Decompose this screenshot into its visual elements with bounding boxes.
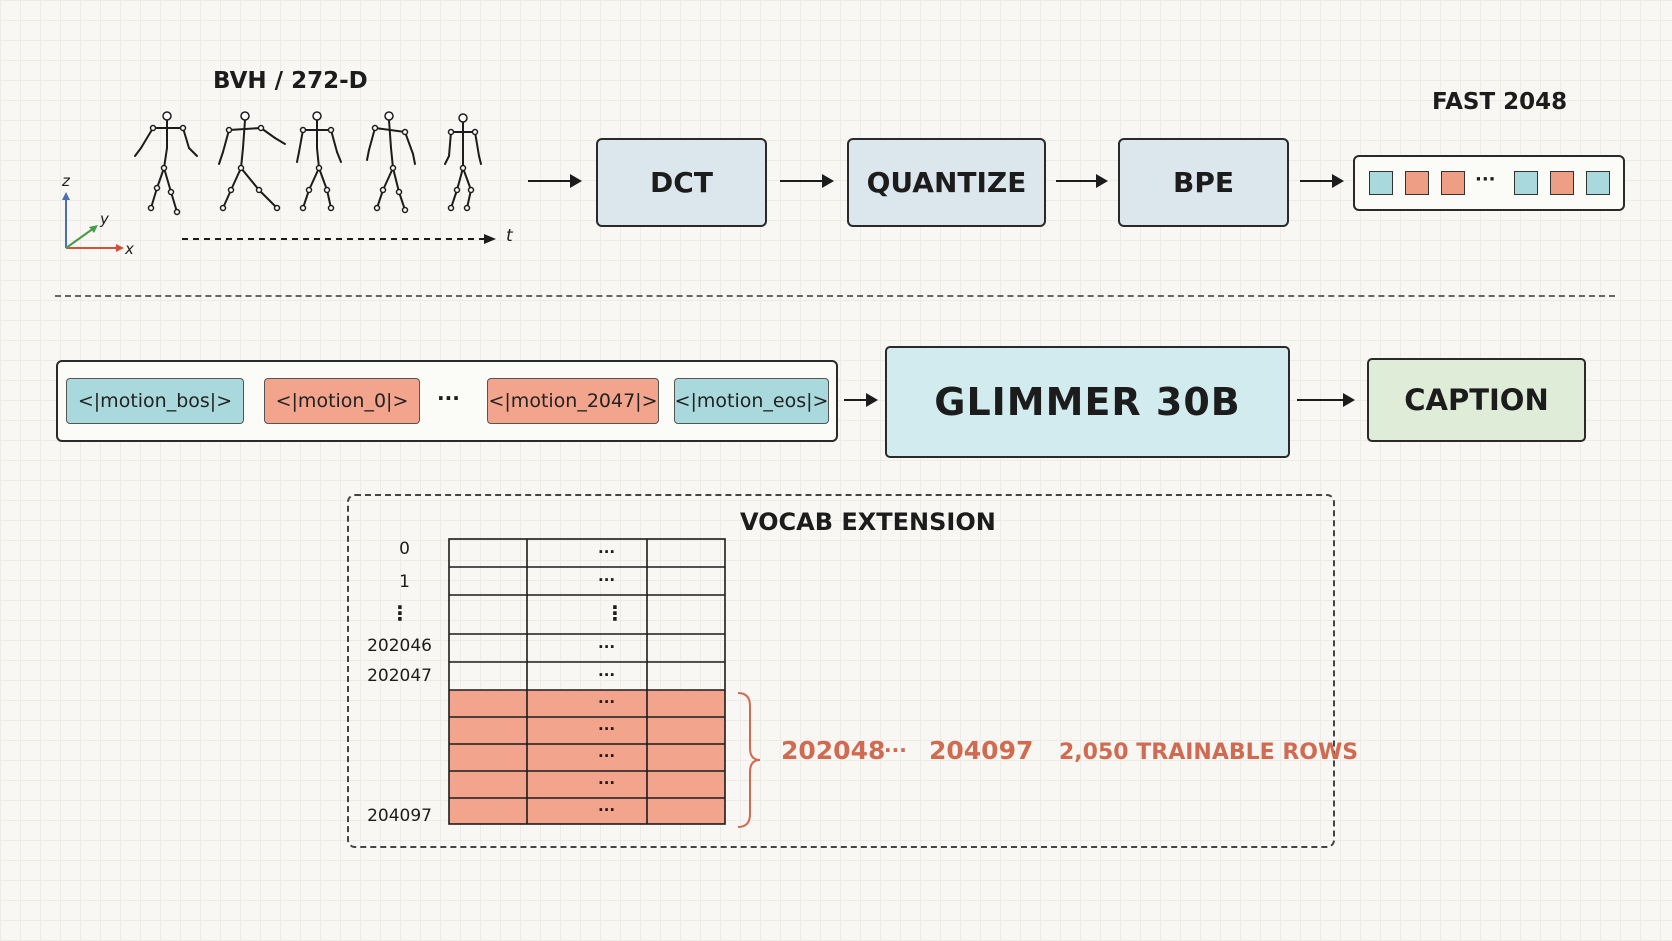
range-start: 202048 <box>781 736 886 765</box>
arrow-to-output <box>1300 174 1344 188</box>
token-ellipsis: ··· <box>437 386 460 410</box>
trainable-rows-label: 2,050 TRAINABLE ROWS <box>1059 740 1359 765</box>
cell-ellipsis: ··· <box>598 543 616 561</box>
skeleton-figure <box>366 119 416 211</box>
range-brace <box>737 692 761 828</box>
token-teal <box>1514 171 1538 195</box>
token-sequence-output: ··· <box>1353 155 1625 211</box>
axis-z-label: z <box>62 172 70 190</box>
skeleton-figure <box>134 119 198 213</box>
token-motion-0: <|motion_0|> <box>264 378 420 424</box>
token-teal <box>1369 171 1393 195</box>
cell-ellipsis: ··· <box>598 666 616 684</box>
range-separator: ··· <box>884 738 907 762</box>
output-vocab-label: FAST 2048 <box>1432 89 1568 115</box>
stage-quantize: QUANTIZE <box>847 138 1046 227</box>
input-format-label: BVH / 272-D <box>213 68 368 94</box>
embedding-table <box>448 538 726 825</box>
vocab-extension-title: VOCAB EXTENSION <box>740 508 996 536</box>
token-salmon <box>1405 171 1429 195</box>
skeleton-figure <box>218 119 286 209</box>
token-motion-2047: <|motion_2047|> <box>487 378 659 424</box>
stage-dct: DCT <box>596 138 767 227</box>
cell-ellipsis: ··· <box>598 638 616 656</box>
motion-token-sequence: <|motion_bos|> <|motion_0|> ··· <|motion… <box>56 360 838 442</box>
arrow-to-caption <box>1297 393 1355 407</box>
arrow-to-dct <box>528 174 582 188</box>
cell-ellipsis: ··· <box>598 747 616 765</box>
vocab-extension-panel <box>347 494 1335 848</box>
cell-ellipsis: ··· <box>598 801 616 819</box>
row-index: 1 <box>399 572 410 592</box>
stage-bpe: BPE <box>1118 138 1289 227</box>
row-index: 202047 <box>367 666 432 686</box>
section-divider <box>55 295 1615 297</box>
arrow-to-model <box>844 393 878 407</box>
axis-y-label: y <box>100 210 109 228</box>
row-index: 202046 <box>367 636 432 656</box>
skeleton-sequence <box>134 111 482 216</box>
caption-box: CAPTION <box>1367 358 1586 442</box>
row-index: 204097 <box>367 806 432 826</box>
row-index: ⋮ <box>390 601 410 625</box>
time-axis <box>182 234 496 244</box>
row-index: 0 <box>399 539 410 559</box>
token-motion-bos: <|motion_bos|> <box>66 378 244 424</box>
cell-ellipsis: ··· <box>598 693 616 711</box>
cell-ellipsis: ··· <box>598 571 616 589</box>
arrow-to-bpe <box>1056 174 1108 188</box>
model-box: GLIMMER 30B <box>885 346 1290 458</box>
range-end: 204097 <box>929 736 1034 765</box>
token-motion-eos: <|motion_eos|> <box>674 378 829 424</box>
token-salmon <box>1441 171 1465 195</box>
token-salmon <box>1550 171 1574 195</box>
axis-x-label: x <box>125 240 134 258</box>
skeleton-figure <box>296 119 342 209</box>
token-teal <box>1586 171 1610 195</box>
token-ellipsis: ··· <box>1475 169 1496 190</box>
cell-vertical-ellipsis: ⋮ <box>605 601 625 625</box>
cell-ellipsis: ··· <box>598 774 616 792</box>
cell-ellipsis: ··· <box>598 720 616 738</box>
arrow-to-quantize <box>780 174 834 188</box>
time-axis-label: t <box>506 226 513 246</box>
xyz-axes-icon <box>62 192 124 252</box>
